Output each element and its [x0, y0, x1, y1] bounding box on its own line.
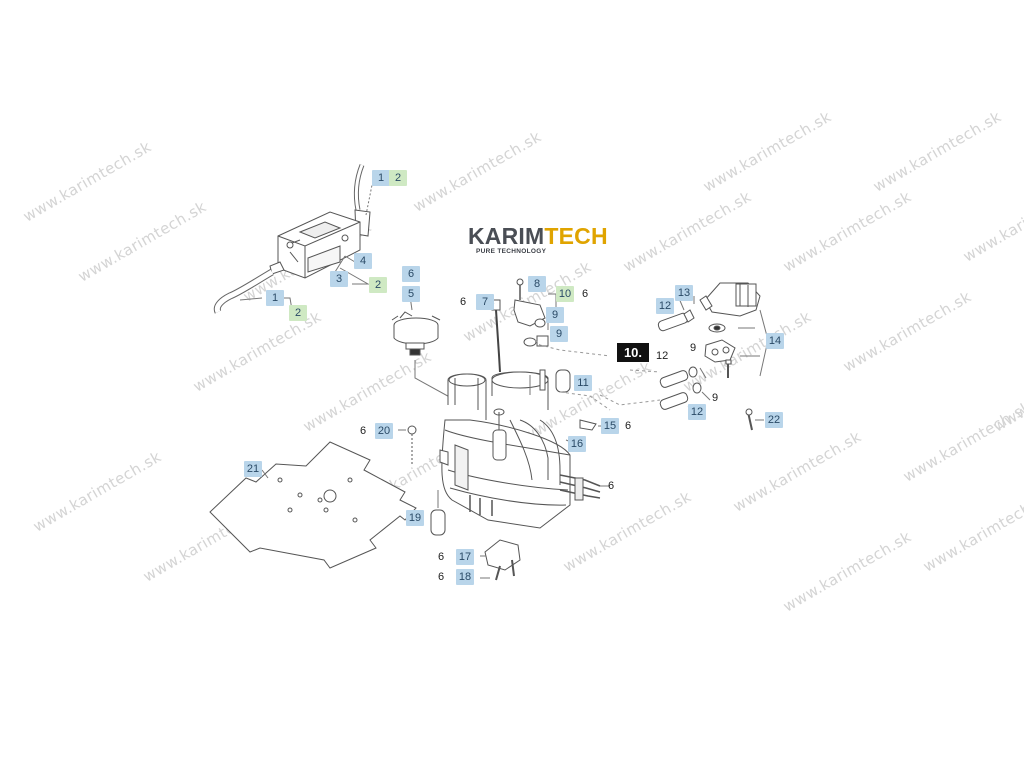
callout-6: 6 [460, 296, 467, 308]
logo-wordmark: KARIMTECH [468, 224, 608, 248]
callout-6: 6 [360, 425, 367, 437]
callout-2: 2 [289, 305, 307, 321]
callout-18: 18 [456, 569, 474, 585]
callout-7: 7 [476, 294, 494, 310]
callout-3: 3 [330, 271, 348, 287]
callout-13: 13 [675, 285, 693, 301]
solenoid-valve-drawing [699, 282, 761, 378]
figure-marker: 10. [617, 343, 649, 362]
logo-main-part1: KARIM [468, 223, 545, 249]
logo-main-part2: TECH [544, 223, 608, 249]
callout-6: 6 [438, 551, 445, 563]
callout-22: 22 [765, 412, 783, 428]
pump-drawing [213, 164, 371, 314]
callout-17: 17 [456, 549, 474, 565]
callout-12: 12 [656, 350, 669, 362]
callout-9: 9 [712, 392, 719, 404]
callout-19: 19 [406, 510, 424, 526]
callout-2: 2 [369, 277, 387, 293]
callout-11: 11 [574, 375, 592, 391]
pressure-switch-drawing [391, 311, 441, 356]
callout-21: 21 [244, 461, 262, 477]
callout-12: 12 [688, 404, 706, 420]
callout-9: 9 [546, 307, 564, 323]
callout-15: 15 [601, 418, 619, 434]
brand-logo: KARIMTECH PURE TECHNOLOGY [468, 224, 608, 255]
callout-5: 5 [402, 286, 420, 302]
callout-1: 1 [372, 170, 390, 186]
callout-6: 6 [625, 420, 632, 432]
callout-4: 4 [354, 253, 372, 269]
callout-16: 16 [568, 436, 586, 452]
callout-9: 9 [550, 326, 568, 342]
callout-6: 6 [582, 288, 589, 300]
callout-9: 9 [690, 342, 697, 354]
boiler-drawing [439, 371, 601, 529]
callout-12: 12 [656, 298, 674, 314]
callout-2: 2 [389, 170, 407, 186]
callout-8: 8 [528, 276, 546, 292]
callout-20: 20 [375, 423, 393, 439]
base-plate-drawing [209, 441, 417, 569]
callout-6: 6 [438, 571, 445, 583]
callout-10: 10 [556, 286, 574, 302]
logo-tagline: PURE TECHNOLOGY [476, 248, 547, 255]
callout-1: 1 [266, 290, 284, 306]
callout-6: 6 [402, 266, 420, 282]
callout-14: 14 [766, 333, 784, 349]
callout-6: 6 [608, 480, 615, 492]
